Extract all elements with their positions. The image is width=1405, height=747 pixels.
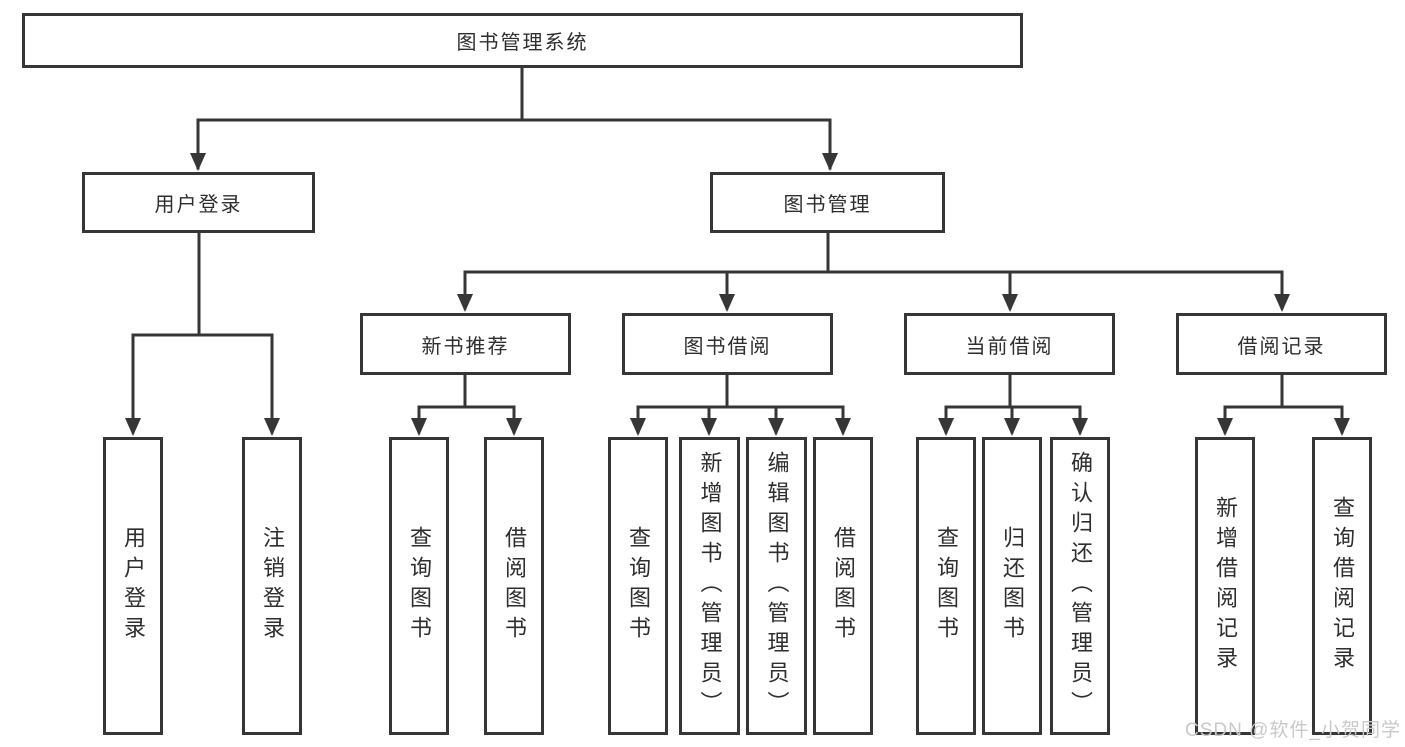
leaf-add-books-admin: 新增图书（管理员） <box>679 437 740 735</box>
leaf-label: 归还图书 <box>1000 526 1025 646</box>
leaf-label: 用户登录 <box>121 526 146 646</box>
leaf-label: 编辑图书（管理员） <box>764 451 790 721</box>
leaf-query-books-3: 查询图书 <box>916 437 976 735</box>
csdn-watermark: CSDN @软件_小贺同学 <box>1185 720 1401 741</box>
leaf-label: 借阅图书 <box>502 526 527 646</box>
leaf-add-borrow-record: 新增借阅记录 <box>1195 437 1255 735</box>
node-borrow-records: 借阅记录 <box>1176 313 1387 375</box>
leaf-label: 新增图书（管理员） <box>697 451 723 721</box>
node-new-book-recommend: 新书推荐 <box>360 313 571 375</box>
leaf-return-books: 归还图书 <box>982 437 1042 735</box>
node-book-management: 图书管理 <box>710 172 945 233</box>
leaf-label: 确认归还（管理员） <box>1068 451 1093 721</box>
leaf-label: 查询借阅记录 <box>1330 496 1355 676</box>
leaf-label: 查询图书 <box>626 526 651 646</box>
leaf-label: 借阅图书 <box>831 526 856 646</box>
node-book-borrow: 图书借阅 <box>622 313 833 375</box>
leaf-user-login: 用户登录 <box>103 437 163 735</box>
leaf-label: 注销登录 <box>260 526 285 646</box>
node-root: 图书管理系统 <box>22 13 1023 68</box>
leaf-logout: 注销登录 <box>242 437 302 735</box>
leaf-label: 查询图书 <box>407 526 432 646</box>
leaf-label: 查询图书 <box>934 526 959 646</box>
leaf-query-books-2: 查询图书 <box>608 437 668 735</box>
leaf-borrow-books-2: 借阅图书 <box>813 437 873 735</box>
leaf-label: 新增借阅记录 <box>1213 496 1238 676</box>
node-current-borrow: 当前借阅 <box>904 313 1115 375</box>
leaf-borrow-books-1: 借阅图书 <box>484 437 544 735</box>
leaf-query-borrow-record: 查询借阅记录 <box>1312 437 1372 735</box>
leaf-query-books-1: 查询图书 <box>389 437 449 735</box>
leaf-confirm-return-admin: 确认归还（管理员） <box>1050 437 1110 735</box>
node-user-login: 用户登录 <box>82 172 315 233</box>
leaf-edit-books-admin: 编辑图书（管理员） <box>746 437 807 735</box>
